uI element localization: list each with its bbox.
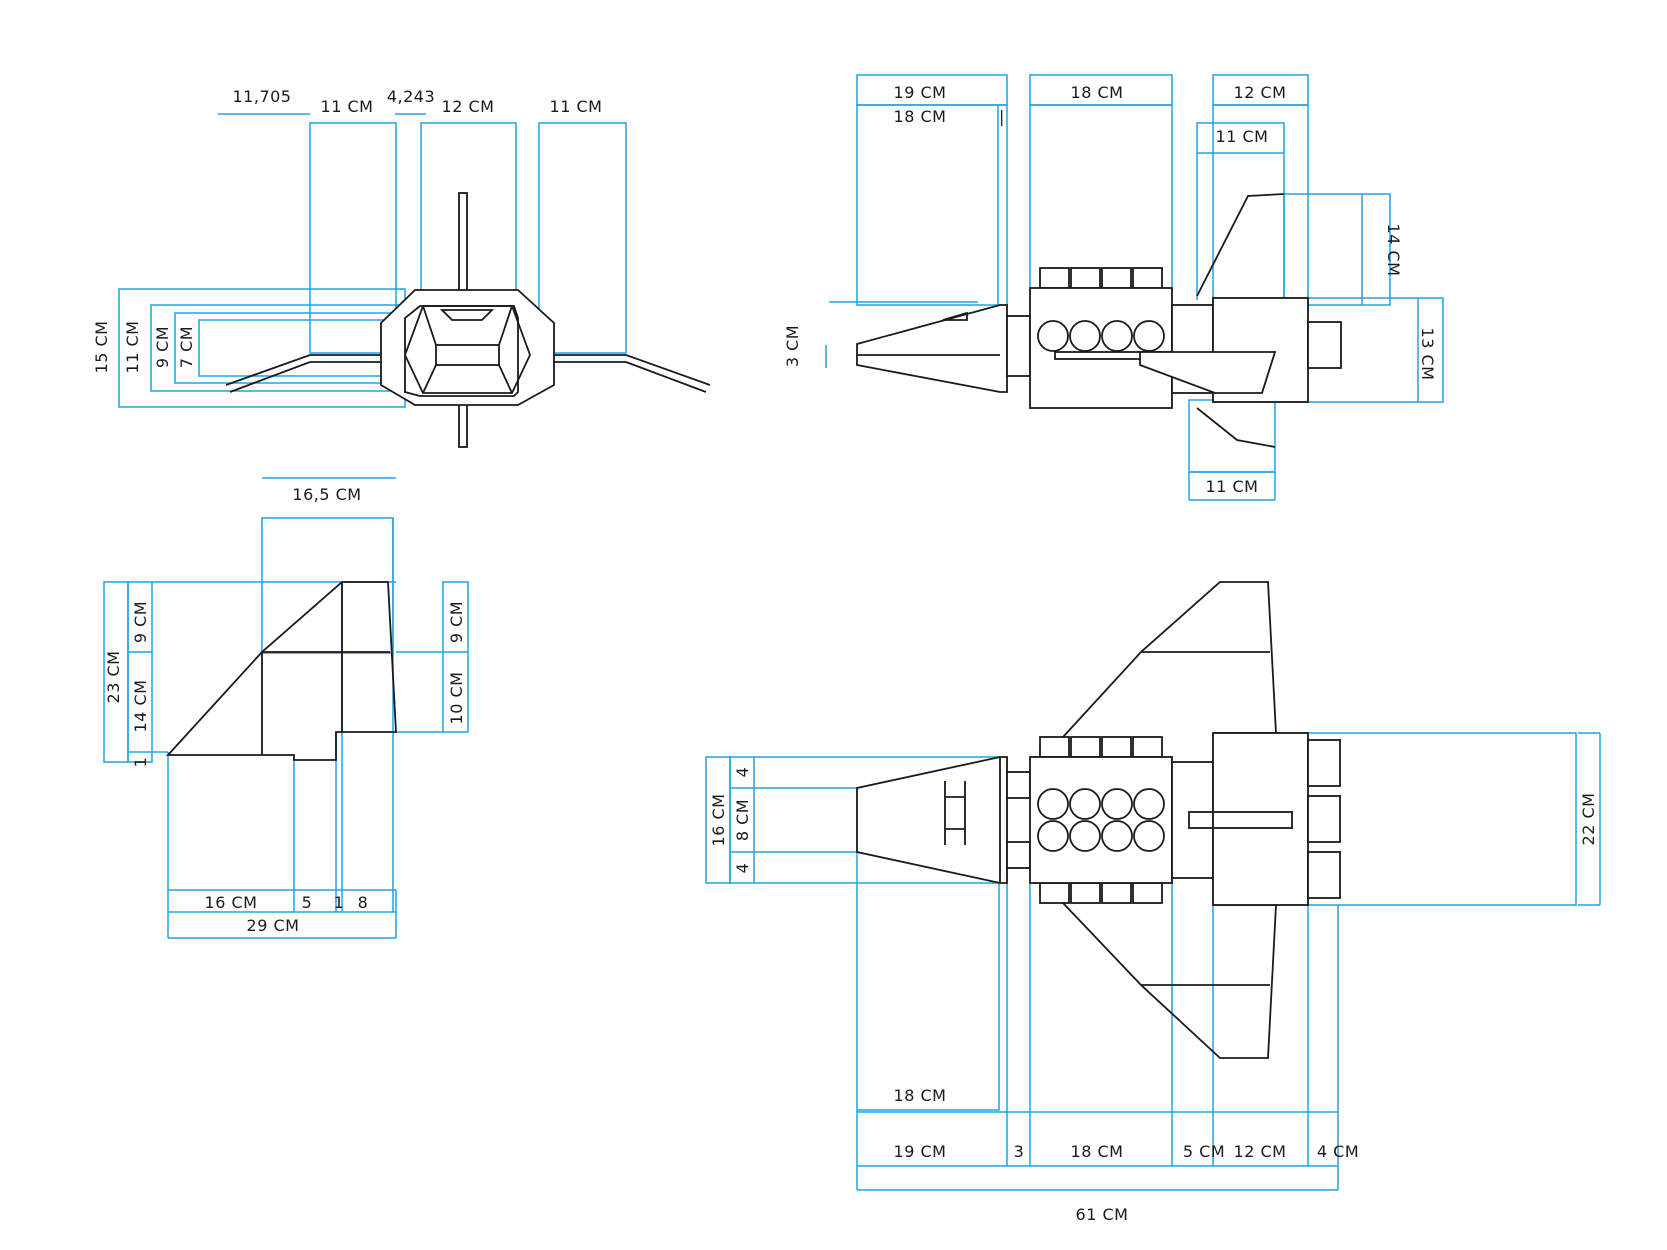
top-dim-label: 18 CM [1071, 1142, 1124, 1161]
top-dim-label: 5 CM [1183, 1142, 1225, 1161]
fin-dim-label: 1 [131, 757, 150, 768]
front-dim-label: 12 CM [442, 97, 495, 116]
top-dim-label: 12 CM [1234, 1142, 1287, 1161]
side-dim-label: 18 CM [894, 107, 947, 126]
top-dim-label: 19 CM [894, 1142, 947, 1161]
side-dim-label: | [999, 107, 1005, 126]
side-dim-label: 3 CM [783, 325, 802, 367]
fin-view-craft-outline [165, 581, 397, 761]
top-dim-label: 22 CM [1579, 793, 1598, 846]
front-view-craft-outline [225, 192, 711, 448]
fin-dim-label: 9 CM [447, 601, 466, 643]
top-dim-label: 18 CM [894, 1086, 947, 1105]
side-dim-label: 11 CM [1216, 127, 1269, 146]
front-view: 11,705 11 CM 4,243 12 CM 11 CM 15 CM 11 … [92, 87, 711, 448]
side-dim-label: 19 CM [894, 83, 947, 102]
side-dim-label: 12 CM [1234, 83, 1287, 102]
fin-dim-label: 16,5 CM [292, 485, 361, 504]
front-dim-label: 11 CM [550, 97, 603, 116]
top-view-craft-outline [856, 581, 1341, 1059]
fin-dim-label: 1 [334, 893, 345, 912]
front-dim-label: 11,705 [233, 87, 292, 106]
front-dim-label: 4,243 [387, 87, 435, 106]
top-view: 16 CM 4 8 CM 4 22 CM 18 CM 19 CM 3 18 CM… [705, 581, 1601, 1224]
fin-view-dimension-lines [103, 477, 469, 939]
side-dim-label: 14 CM [1384, 224, 1403, 277]
top-dim-label: 3 [1014, 1142, 1025, 1161]
front-dim-label: 11 CM [123, 321, 142, 374]
top-dim-label: 61 CM [1076, 1205, 1129, 1224]
side-view-dimension-lines [825, 74, 1444, 501]
front-dim-label: 15 CM [92, 321, 111, 374]
front-dim-label: 9 CM [153, 326, 172, 368]
side-view-craft-outline [856, 193, 1342, 448]
top-dim-label: 4 [733, 767, 752, 778]
top-dim-label: 4 CM [1317, 1142, 1359, 1161]
side-dim-label: 13 CM [1418, 328, 1437, 381]
side-dim-label: 18 CM [1071, 83, 1124, 102]
fin-dim-label: 29 CM [247, 916, 300, 935]
fin-dim-label: 5 [302, 893, 313, 912]
fin-dim-label: 23 CM [104, 651, 123, 704]
fin-dim-label: 16 CM [205, 893, 258, 912]
fin-dim-label: 8 [358, 893, 369, 912]
fin-dim-label: 14 CM [131, 680, 150, 733]
fin-dim-label: 9 CM [131, 601, 150, 643]
fin-view: 16,5 CM 23 CM 9 CM 14 CM 1 9 CM 10 CM 16… [103, 477, 469, 939]
top-dim-label: 16 CM [709, 794, 728, 847]
side-view: 19 CM 18 CM | 18 CM 12 CM 11 CM 14 CM 13… [783, 74, 1444, 501]
front-dim-label: 7 CM [177, 326, 196, 368]
top-dim-label: 8 CM [733, 799, 752, 841]
front-dim-label: 11 CM [321, 97, 374, 116]
fin-dim-label: 10 CM [447, 672, 466, 725]
side-dim-label: 11 CM [1206, 477, 1259, 496]
top-dim-label: 4 [733, 863, 752, 874]
